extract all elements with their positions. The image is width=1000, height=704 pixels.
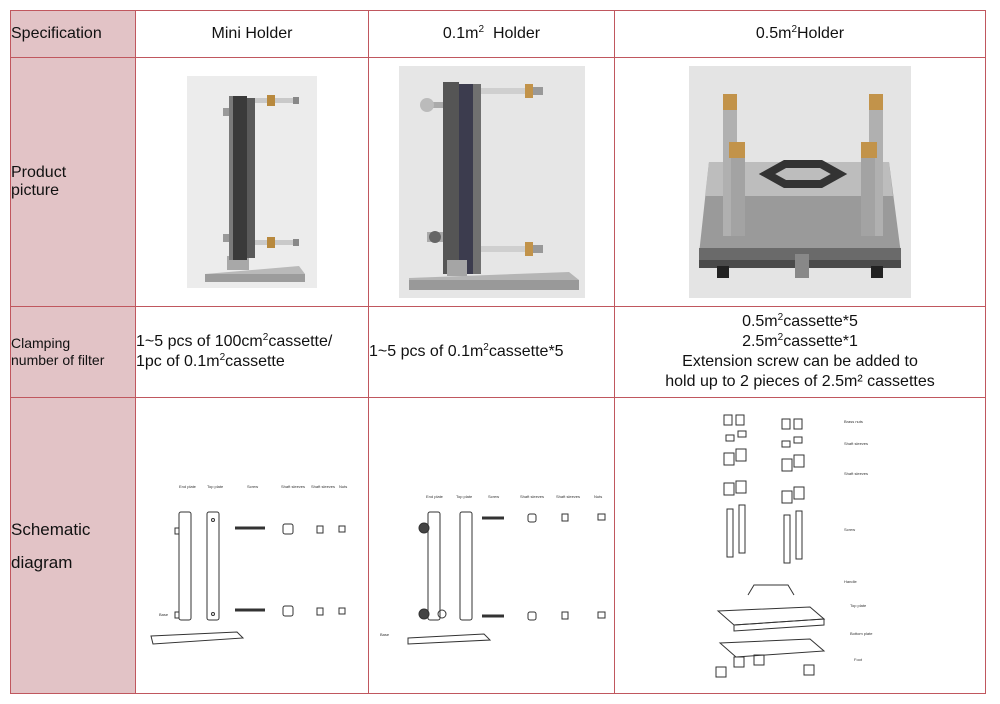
- mini-schematic-diagram: End plate Top plate Screw Shaft sleeves …: [150, 484, 347, 645]
- h01-label-nuts: Nuts: [594, 494, 602, 499]
- header-row: Specification Mini Holder 0.1m2 Holder 0…: [10, 10, 986, 58]
- mini-schematic-cell: End plate Top plate Screw Shaft sleeves …: [135, 397, 369, 694]
- h05-schematic-labels: Brass nuts Shaft sleeves Shaft sleeves S…: [844, 419, 873, 662]
- h05-label-top-plate: Top plate: [850, 603, 867, 608]
- h01-label-end-plate: End plate: [426, 494, 444, 499]
- product-label: Product picture: [10, 57, 136, 307]
- spec-header: Specification: [10, 10, 136, 58]
- mini-label-nuts: Nuts: [339, 484, 347, 489]
- spec-table: Specification Mini Holder 0.1m2 Holder 0…: [10, 10, 986, 694]
- mini-label-screw: Screw: [247, 484, 258, 489]
- schematic-label: Schematic diagram: [10, 397, 136, 694]
- h05-label-foot: Foot: [854, 657, 863, 662]
- mini-label-base: Base: [159, 612, 169, 617]
- h01-clamping-cell: 1~5 pcs of 0.1m2cassette*5: [368, 306, 615, 398]
- mini-label-end-plate: End plate: [179, 484, 197, 489]
- mini-holder-photo: [187, 76, 317, 288]
- clamping-label: Clamping number of filter: [10, 306, 136, 398]
- h05-label-shaft-sleeves-2: Shaft sleeves: [844, 471, 868, 476]
- schematic-row: Schematic diagram End plate: [10, 397, 986, 694]
- h05-schematic-cell: Brass nuts Shaft sleeves Shaft sleeves S…: [614, 397, 986, 694]
- mini-holder-header: Mini Holder: [135, 10, 369, 58]
- h05-holder-photo: [689, 66, 911, 298]
- h01-label-screw: Screw: [488, 494, 499, 499]
- h01-label-top-plate: Top plate: [456, 494, 473, 499]
- h05-label-shaft-sleeves-1: Shaft sleeves: [844, 441, 868, 446]
- h05-holder-photo-cell: [614, 57, 986, 307]
- h01-label-shaft-sleeves-2: Shaft sleeves: [556, 494, 580, 499]
- h05-schematic-diagram: Brass nuts Shaft sleeves Shaft sleeves S…: [715, 414, 873, 677]
- h01-label-base: Base: [380, 632, 390, 637]
- h05-label-screw: Screw: [844, 527, 855, 532]
- mini-holder-photo-cell: [135, 57, 369, 307]
- h05-holder-header: 0.5m2Holder: [614, 10, 986, 58]
- h05-clamping-cell: 0.5m2cassette*5 2.5m2cassette*1 Extensio…: [614, 306, 986, 398]
- mini-label-top-plate: Top plate: [207, 484, 224, 489]
- h01-schematic-cell: End plate Top plate Screw Shaft sleeves …: [368, 397, 615, 694]
- h01-schematic-diagram: End plate Top plate Screw Shaft sleeves …: [380, 494, 605, 645]
- mini-clamping-cell: 1~5 pcs of 100cm2cassette/ 1pc of 0.1m2c…: [135, 306, 369, 398]
- h01-holder-photo: [398, 66, 585, 298]
- h05-label-bottom-plate: Bottom plate: [850, 631, 873, 636]
- h01-holder-header: 0.1m2 Holder: [368, 10, 615, 58]
- clamping-row: Clamping number of filter 1~5 pcs of 100…: [10, 306, 986, 398]
- h05-label-handle: Handle: [844, 579, 857, 584]
- h01-holder-photo-cell: [368, 57, 615, 307]
- h01-schematic-labels: End plate Top plate Screw Shaft sleeves …: [380, 494, 602, 637]
- mini-schematic-labels: End plate Top plate Screw Shaft sleeves …: [159, 484, 347, 617]
- mini-label-shaft-sleeves-1: Shaft sleeves: [281, 484, 305, 489]
- h05-label-brass-nuts: Brass nuts: [844, 419, 863, 424]
- h01-label-shaft-sleeves-1: Shaft sleeves: [520, 494, 544, 499]
- mini-label-shaft-sleeves-2: Shaft sleeves: [311, 484, 335, 489]
- product-row: Product picture: [10, 57, 986, 307]
